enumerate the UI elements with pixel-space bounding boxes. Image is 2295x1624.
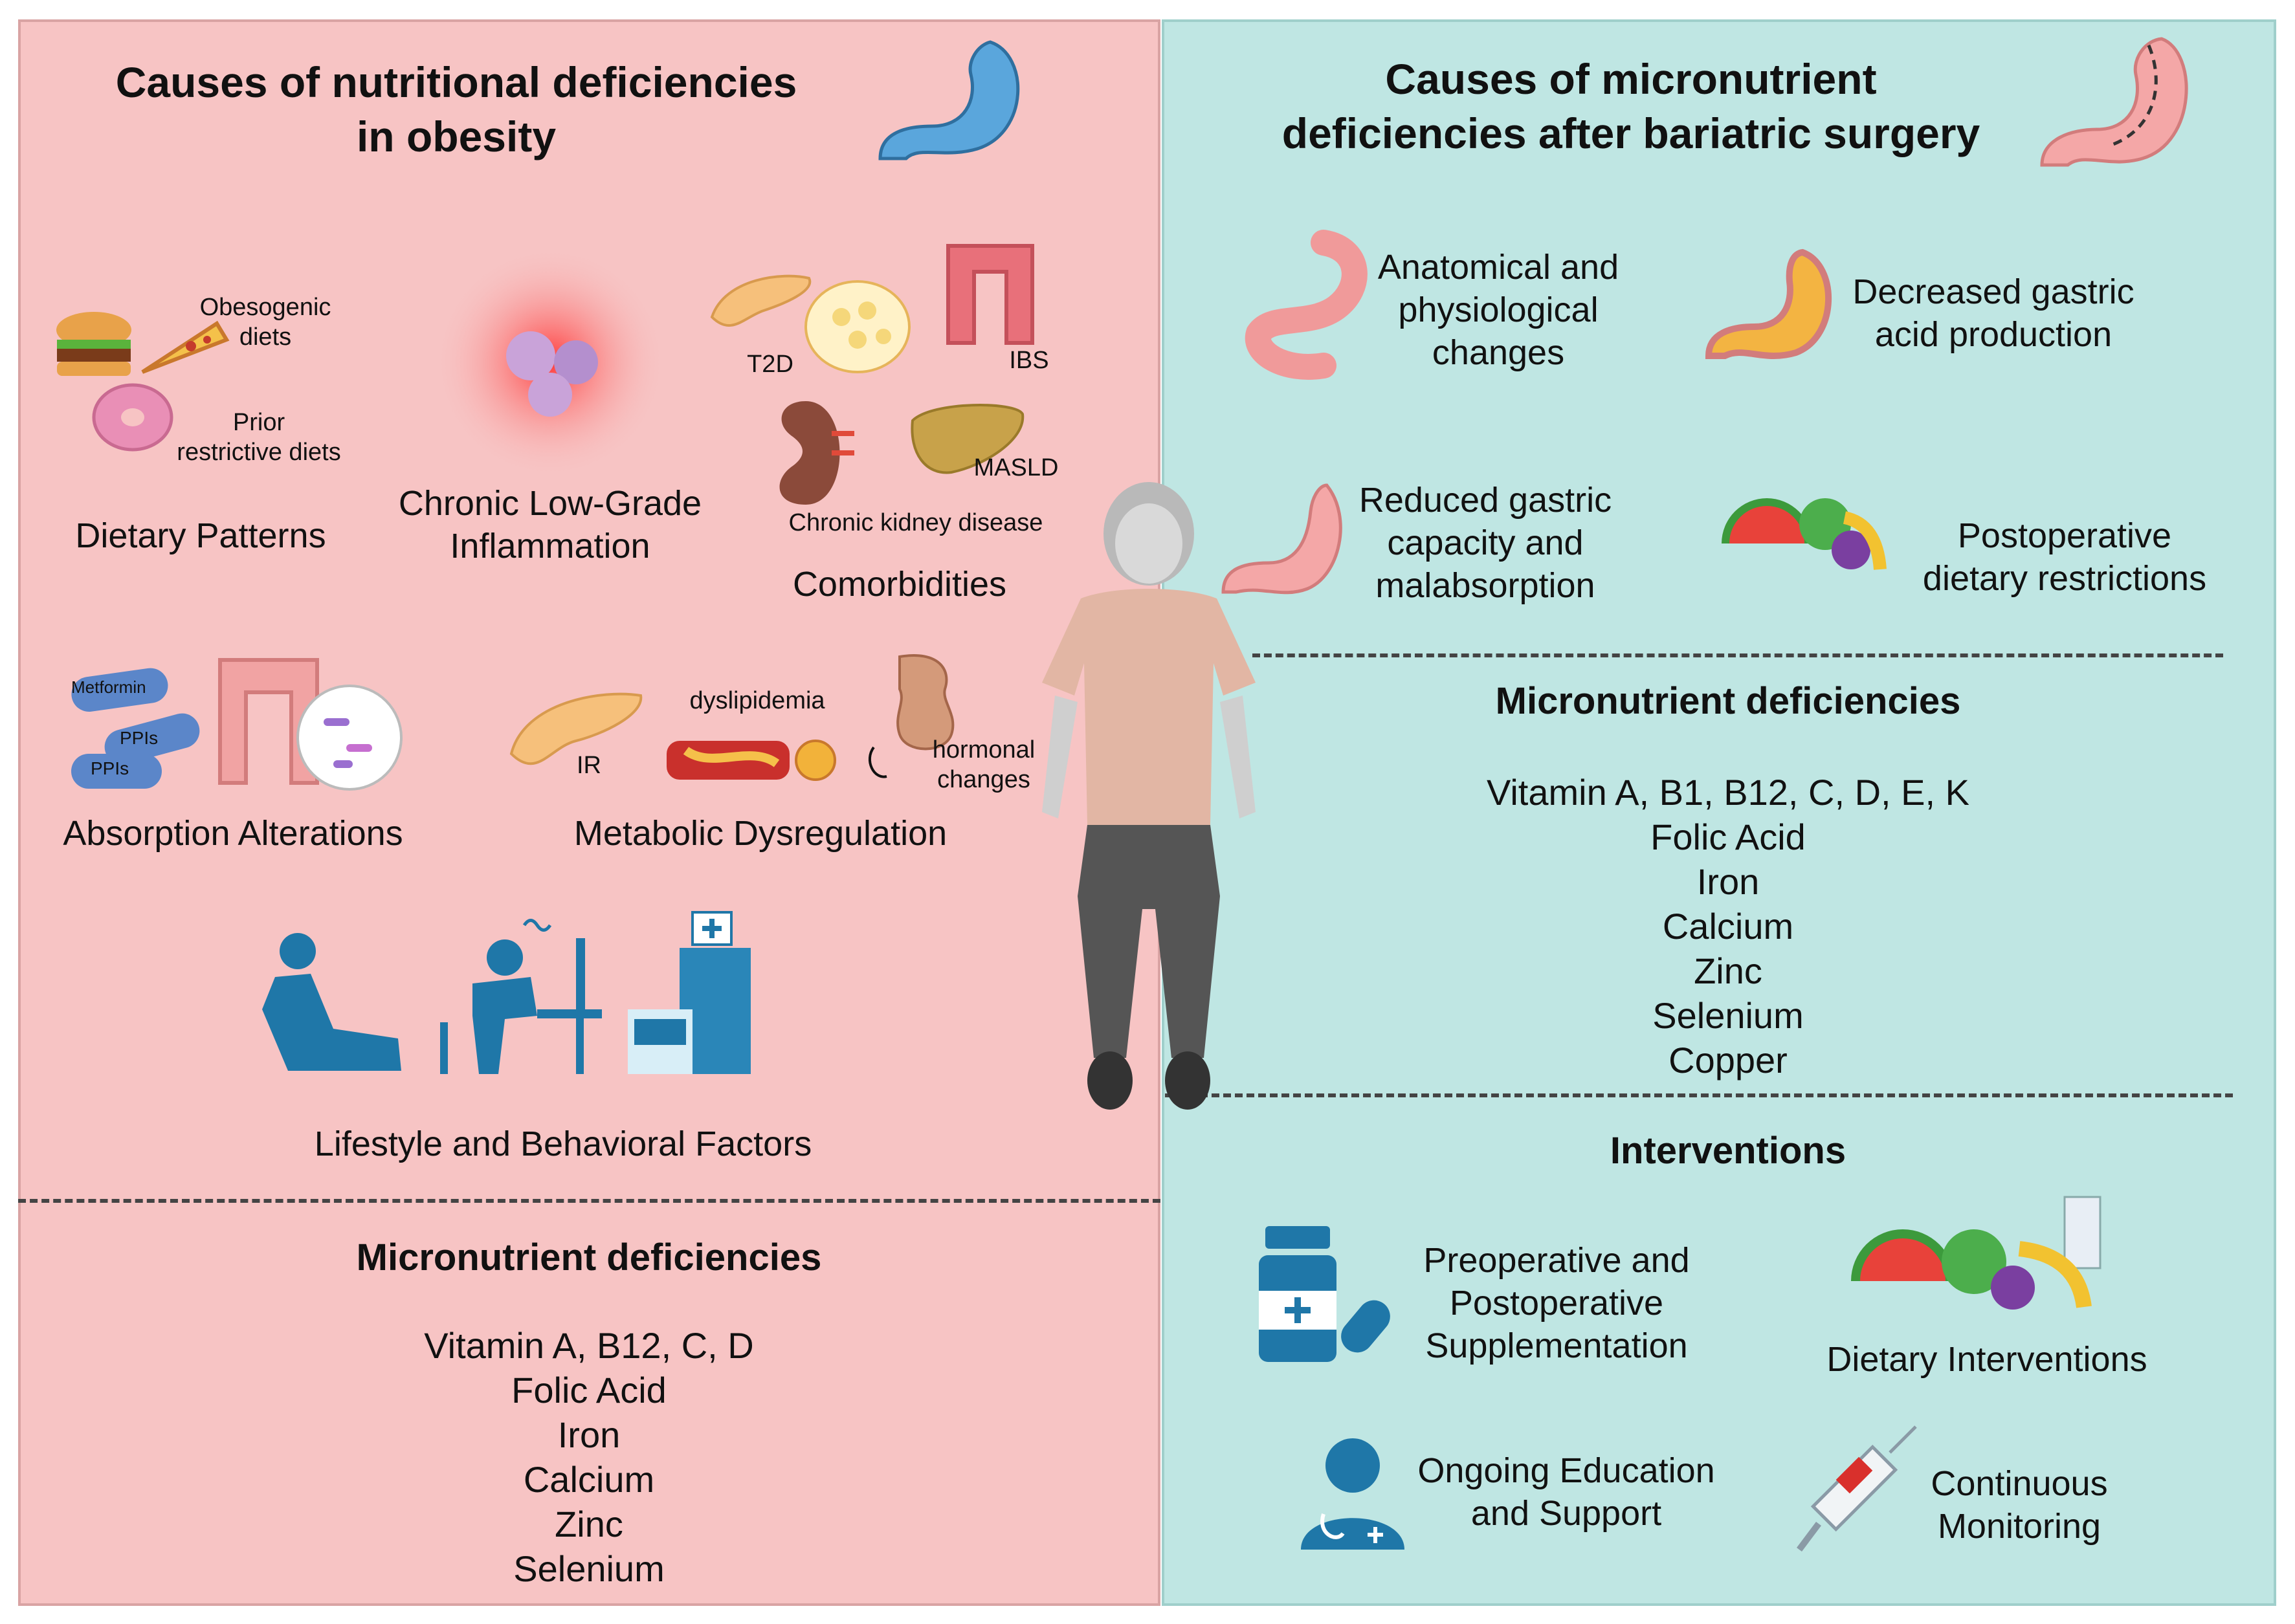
liver-icon	[911, 404, 1025, 474]
pancreas-icon	[710, 274, 812, 327]
healthy-food-icon	[1851, 1196, 2101, 1310]
sleeve-stomach-icon	[2040, 37, 2188, 167]
absorption-label: Absorption Alterations	[63, 814, 403, 853]
list-item: Vitamin A, B12, C, D	[424, 1325, 754, 1366]
list-item: Zinc	[555, 1504, 623, 1544]
list-item: Zinc	[1694, 950, 1762, 991]
list-item: Selenium	[513, 1548, 665, 1589]
list-item: Copper	[1669, 1040, 1788, 1081]
supplement-bottle-icon	[1259, 1226, 1390, 1362]
artery-plaque-icon	[667, 740, 836, 781]
hospital-icon	[628, 911, 751, 1074]
fruits-vegetables-icon	[1722, 498, 1887, 570]
ir-label: IR	[577, 752, 601, 779]
list-item: Calcium	[523, 1459, 655, 1500]
gut-microbiota-icon	[218, 658, 403, 791]
list-item: Selenium	[1652, 995, 1804, 1036]
pizza-icon	[141, 320, 230, 374]
t2d-label: T2D	[747, 351, 793, 378]
left-micronutrient-list: Vitamin A, B12, C, D Folic Acid Iron Cal…	[324, 1323, 854, 1591]
list-item: Iron	[1696, 861, 1760, 902]
donut-icon	[92, 383, 173, 452]
pills-icon	[71, 668, 200, 789]
doctor-icon	[1301, 1438, 1404, 1550]
metabolic-label: Metabolic Dysregulation	[573, 814, 948, 853]
burger-icon	[56, 312, 131, 376]
bypass-intestine-icon	[1245, 230, 1368, 380]
acid-stomach-icon	[1705, 248, 1832, 359]
list-item: Folic Acid	[1650, 817, 1806, 857]
stomach-icon	[878, 40, 1020, 160]
inflammation-icon	[434, 246, 667, 479]
interventions-heading: Interventions	[1610, 1130, 1846, 1172]
ibs-label: IBS	[1009, 347, 1049, 374]
comorbidities-label: Comorbidities	[792, 565, 1007, 604]
dyslipidemia-label: dyslipidemia	[689, 687, 825, 714]
right-micronutrient-list: Vitamin A, B1, B12, C, D, E, K Folic Aci…	[1404, 770, 2052, 1082]
masld-label: MASLD	[973, 454, 1059, 481]
list-item: Vitamin A, B1, B12, C, D, E, K	[1487, 772, 1969, 813]
stressed-worker-icon	[440, 919, 602, 1074]
dietary-interventions-label: Dietary Interventions	[1826, 1340, 2147, 1379]
adipose-icon	[804, 280, 911, 373]
right-divider-2	[1165, 1093, 2233, 1097]
ppis-label-2: PPIs	[91, 758, 129, 778]
lifestyle-label: Lifestyle and Behavioral Factors	[314, 1125, 812, 1163]
ckd-label: Chronic kidney disease	[788, 509, 1043, 536]
intestine-icon	[946, 244, 1034, 345]
hormonal-gland-icon	[869, 654, 955, 778]
left-micronutrient-heading: Micronutrient deficiencies	[356, 1236, 822, 1278]
sedentary-person-icon	[262, 933, 401, 1071]
left-divider	[18, 1199, 1160, 1203]
right-divider-1	[1252, 653, 2223, 657]
right-micronutrient-heading: Micronutrient deficiencies	[1495, 680, 1961, 722]
ppis-label-1: PPIs	[120, 728, 159, 748]
list-item: Folic Acid	[511, 1370, 667, 1410]
reduced-stomach-icon	[1221, 483, 1342, 595]
dietary-patterns-label: Dietary Patterns	[75, 516, 326, 555]
syringe-icon	[1797, 1425, 1917, 1552]
list-item: Iron	[557, 1414, 621, 1455]
insulin-resistance-icon	[509, 692, 643, 765]
person-figure	[1042, 482, 1256, 1110]
kidney-icon	[779, 401, 854, 505]
metformin-label: Metformin	[71, 677, 146, 697]
list-item: Calcium	[1662, 906, 1794, 947]
